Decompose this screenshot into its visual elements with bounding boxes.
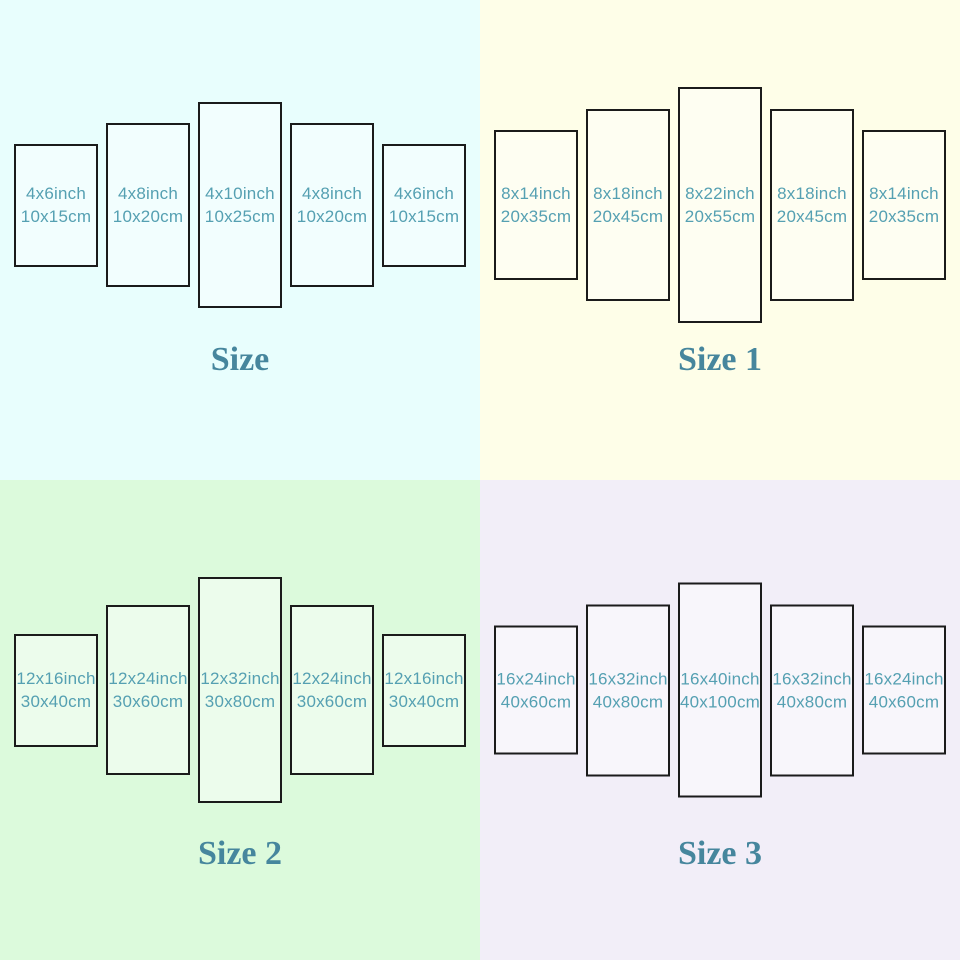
panel-row: 12x16inch 30x40cm 12x24inch 30x60cm 12x3… [0, 577, 480, 803]
canvas-panel: 16x24inch 40x60cm [494, 625, 578, 755]
cm-size: 20x45cm [592, 207, 664, 226]
panel-size-label: 12x16inch 30x40cm [384, 667, 463, 713]
quadrant-title: Size 1 [677, 341, 763, 378]
panel-size-label: 16x32inch 40x80cm [588, 667, 667, 713]
panel-size-label: 16x32inch 40x80cm [772, 667, 851, 713]
cm-size: 20x55cm [684, 207, 756, 226]
canvas-panel: 16x32inch 40x80cm [770, 604, 854, 776]
quadrant-size-2: 12x16inch 30x40cm 12x24inch 30x60cm 12x3… [0, 480, 480, 960]
cm-size: 30x40cm [388, 692, 460, 711]
cm-size: 10x20cm [296, 207, 368, 226]
inch-size: 12x16inch [16, 669, 96, 688]
canvas-panel: 16x24inch 40x60cm [862, 625, 946, 755]
canvas-panel: 4x6inch 10x15cm [14, 143, 98, 267]
panel-size-label: 8x18inch 20x45cm [593, 182, 663, 228]
canvas-panel: 12x24inch 30x60cm [290, 605, 374, 775]
cm-size: 40x100cm [679, 692, 761, 711]
inch-size: 4x6inch [25, 184, 86, 203]
inch-size: 16x24inch [864, 669, 944, 688]
canvas-panel: 12x24inch 30x60cm [106, 605, 190, 775]
quadrant-title: Size 3 [677, 835, 763, 872]
canvas-panel: 4x8inch 10x20cm [106, 123, 190, 287]
cm-size: 40x80cm [776, 692, 848, 711]
panel-size-label: 12x16inch 30x40cm [16, 667, 95, 713]
inch-size: 8x18inch [593, 184, 663, 203]
canvas-panel: 16x40inch 40x100cm [678, 582, 762, 798]
inch-size: 8x14inch [501, 184, 571, 203]
cm-size: 30x60cm [112, 692, 184, 711]
inch-size: 12x16inch [384, 669, 464, 688]
canvas-panel: 4x6inch 10x15cm [382, 143, 466, 267]
canvas-panel: 4x8inch 10x20cm [290, 123, 374, 287]
inch-size: 16x40inch [680, 669, 760, 688]
canvas-panel: 8x14inch 20x35cm [494, 130, 578, 280]
cm-size: 40x60cm [868, 692, 940, 711]
quadrant-size-3: 16x24inch 40x60cm 16x32inch 40x80cm 16x4… [480, 480, 960, 960]
cm-size: 10x15cm [20, 207, 92, 226]
panel-size-label: 4x10inch 10x25cm [205, 182, 275, 228]
panel-size-label: 8x14inch 20x35cm [869, 182, 939, 228]
panel-size-label: 8x22inch 20x55cm [685, 182, 755, 228]
inch-size: 4x8inch [117, 184, 178, 203]
canvas-panel: 12x16inch 30x40cm [14, 633, 98, 747]
panel-size-label: 8x14inch 20x35cm [501, 182, 571, 228]
inch-size: 16x32inch [588, 669, 668, 688]
cm-size: 40x80cm [592, 692, 664, 711]
inch-size: 12x24inch [292, 669, 372, 688]
panel-size-label: 4x6inch 10x15cm [21, 182, 91, 228]
cm-size: 30x80cm [204, 692, 276, 711]
quadrant-size: 4x6inch 10x15cm 4x8inch 10x20cm 4x10inch… [0, 0, 480, 480]
canvas-panel: 8x22inch 20x55cm [678, 87, 762, 323]
canvas-panel: 8x18inch 20x45cm [770, 109, 854, 301]
inch-size: 8x22inch [685, 184, 755, 203]
cm-size: 20x45cm [776, 207, 848, 226]
cm-size: 20x35cm [868, 207, 940, 226]
panel-size-label: 4x6inch 10x15cm [389, 182, 459, 228]
inch-size: 4x6inch [393, 184, 454, 203]
cm-size: 40x60cm [500, 692, 572, 711]
inch-size: 16x32inch [772, 669, 852, 688]
panel-row: 16x24inch 40x60cm 16x32inch 40x80cm 16x4… [480, 582, 960, 798]
canvas-panel: 16x32inch 40x80cm [586, 604, 670, 776]
panel-size-label: 8x18inch 20x45cm [777, 182, 847, 228]
panel-size-label: 16x24inch 40x60cm [496, 667, 575, 713]
panel-row: 8x14inch 20x35cm 8x18inch 20x45cm 8x22in… [480, 87, 960, 323]
inch-size: 4x10inch [205, 184, 275, 203]
panel-size-label: 12x32inch 30x80cm [200, 667, 279, 713]
panel-size-label: 12x24inch 30x60cm [108, 667, 187, 713]
panel-size-label: 16x24inch 40x60cm [864, 667, 943, 713]
inch-size: 4x8inch [301, 184, 362, 203]
panel-row: 4x6inch 10x15cm 4x8inch 10x20cm 4x10inch… [0, 102, 480, 308]
cm-size: 30x60cm [296, 692, 368, 711]
cm-size: 10x20cm [112, 207, 184, 226]
inch-size: 8x14inch [869, 184, 939, 203]
quadrant-title: Size 2 [197, 835, 283, 872]
quadrant-size-1: 8x14inch 20x35cm 8x18inch 20x45cm 8x22in… [480, 0, 960, 480]
panel-size-label: 12x24inch 30x60cm [292, 667, 371, 713]
panel-size-label: 4x8inch 10x20cm [297, 182, 367, 228]
inch-size: 12x32inch [200, 669, 280, 688]
panel-size-label: 16x40inch 40x100cm [680, 667, 760, 713]
canvas-panel: 4x10inch 10x25cm [198, 102, 282, 308]
inch-size: 8x18inch [777, 184, 847, 203]
cm-size: 30x40cm [20, 692, 92, 711]
canvas-panel: 8x14inch 20x35cm [862, 130, 946, 280]
panel-size-label: 4x8inch 10x20cm [113, 182, 183, 228]
canvas-panel: 12x16inch 30x40cm [382, 633, 466, 747]
inch-size: 12x24inch [108, 669, 188, 688]
canvas-panel: 12x32inch 30x80cm [198, 577, 282, 803]
cm-size: 10x25cm [204, 207, 276, 226]
canvas-panel: 8x18inch 20x45cm [586, 109, 670, 301]
inch-size: 16x24inch [496, 669, 576, 688]
quadrant-title: Size [210, 341, 270, 378]
cm-size: 20x35cm [500, 207, 572, 226]
cm-size: 10x15cm [388, 207, 460, 226]
